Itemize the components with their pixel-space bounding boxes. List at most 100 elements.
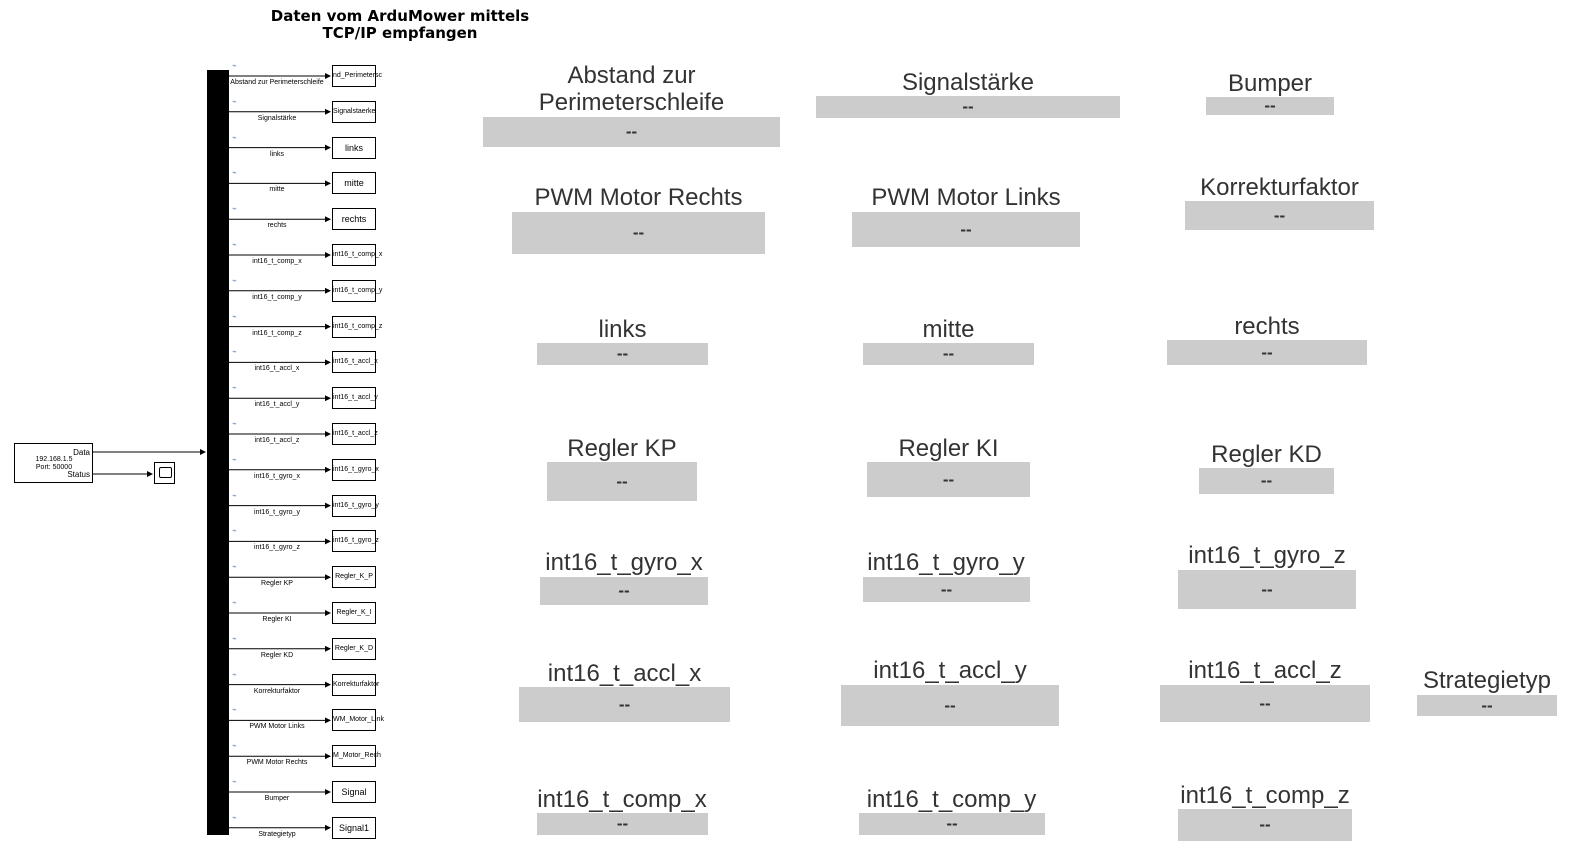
- display-bumper[interactable]: --: [1206, 96, 1334, 115]
- bus-selector-block[interactable]: [207, 70, 229, 835]
- display-korrekturfaktor[interactable]: --: [1185, 201, 1374, 230]
- wireless-icon: ⌁: [232, 132, 237, 142]
- display-label-pwm-rechts: PWM Motor Rechts: [534, 184, 743, 211]
- display-mitte[interactable]: --: [863, 343, 1034, 365]
- display-label-accl-x: int16_t_accl_x: [547, 660, 702, 687]
- goto-block[interactable]: int16_t_comp_x: [332, 244, 382, 266]
- display-gyro-x[interactable]: --: [540, 577, 708, 605]
- tcp-receive-block[interactable]: Data 192.168.1.5 Port: 50000 Status: [14, 443, 93, 483]
- display-pwm-rechts[interactable]: --: [512, 212, 765, 254]
- ip-address: 192.168.1.5: [35, 456, 73, 463]
- display-regler-kp[interactable]: --: [547, 462, 697, 501]
- signal-label: rechts: [267, 222, 287, 230]
- display-accl-y[interactable]: --: [841, 685, 1059, 726]
- goto-block[interactable]: M_Motor_Rech: [332, 745, 381, 768]
- goto-block[interactable]: int16_t_gyro_z: [332, 530, 379, 553]
- goto-block[interactable]: Regler_K_D: [332, 637, 376, 660]
- wireless-icon: ⌁: [232, 96, 237, 106]
- display-comp-z[interactable]: --: [1178, 809, 1352, 841]
- display-label-regler-ki: Regler KI: [898, 435, 999, 462]
- display-label-comp-x: int16_t_comp_x: [537, 786, 707, 813]
- goto-block[interactable]: links: [332, 136, 376, 159]
- wireless-icon: ⌁: [232, 812, 237, 822]
- goto-block[interactable]: int16_t_gyro_x: [332, 458, 379, 481]
- goto-block[interactable]: Signal1: [332, 816, 376, 839]
- display-pwm-links[interactable]: --: [852, 212, 1080, 247]
- wireless-icon: ⌁: [232, 741, 237, 751]
- goto-block[interactable]: Regler_K_P: [332, 566, 376, 589]
- display-accl-z[interactable]: --: [1160, 685, 1370, 722]
- display-comp-y[interactable]: --: [859, 813, 1045, 835]
- port-data-label: Data: [73, 448, 90, 457]
- goto-block[interactable]: Korrekturfaktor: [332, 673, 379, 696]
- goto-block[interactable]: Signal: [332, 781, 376, 803]
- display-icon: [159, 467, 172, 478]
- wireless-icon: ⌁: [232, 240, 237, 249]
- signal-label: int16_t_gyro_x: [254, 472, 300, 480]
- signal-label: Strategietyp: [258, 830, 296, 838]
- display-label-korrekturfaktor: Korrekturfaktor: [1200, 174, 1359, 201]
- goto-block[interactable]: Signalstaerke: [332, 100, 376, 123]
- display-label-gyro-x: int16_t_gyro_x: [545, 549, 703, 576]
- display-regler-ki[interactable]: --: [867, 462, 1030, 497]
- display-label-abstand: Abstand zur Perimeterschleife: [538, 62, 725, 116]
- display-abstand[interactable]: --: [483, 117, 780, 147]
- signal-label: Regler KD: [260, 651, 294, 659]
- display-label-pwm-links: PWM Motor Links: [871, 184, 1061, 211]
- display-strategietyp[interactable]: --: [1417, 695, 1557, 716]
- signal-label: int16_t_comp_z: [252, 329, 302, 337]
- display-regler-kd[interactable]: --: [1199, 468, 1334, 494]
- wireless-icon: ⌁: [232, 168, 237, 178]
- goto-block[interactable]: nd_Perimetersc: [332, 65, 382, 87]
- signal-label: int16_t_comp_y: [252, 293, 302, 301]
- signal-label: Regler KP: [261, 580, 293, 588]
- signal-label: PWM Motor Links: [249, 723, 305, 731]
- goto-block[interactable]: int16_t_accl_x: [332, 351, 378, 374]
- signal-label: Abstand zur Perimeterschleife: [230, 79, 324, 86]
- wireless-icon: ⌁: [232, 633, 237, 643]
- wireless-icon: ⌁: [232, 275, 237, 285]
- display-accl-x[interactable]: --: [519, 687, 730, 722]
- display-signalstaerke[interactable]: --: [816, 96, 1120, 118]
- goto-block[interactable]: int16_t_gyro_y: [332, 494, 379, 517]
- display-gyro-z[interactable]: --: [1178, 570, 1356, 609]
- goto-block[interactable]: WM_Motor_Link: [332, 709, 384, 732]
- wireless-icon: ⌁: [232, 562, 237, 572]
- wireless-icon: ⌁: [232, 204, 237, 214]
- wireless-icon: ⌁: [232, 705, 237, 715]
- wireless-icon: ⌁: [232, 383, 237, 393]
- goto-block[interactable]: Regler_K_I: [332, 602, 376, 624]
- display-links[interactable]: --: [537, 343, 708, 365]
- display-label-links: links: [598, 316, 647, 343]
- goto-block[interactable]: int16_t_comp_z: [332, 315, 382, 338]
- display-label-regler-kp: Regler KP: [567, 435, 677, 462]
- goto-block[interactable]: mitte: [332, 172, 376, 195]
- signal-label: int16_t_accl_z: [254, 437, 300, 444]
- display-label-gyro-z: int16_t_gyro_z: [1188, 542, 1346, 569]
- wireless-icon: ⌁: [232, 347, 237, 357]
- goto-block[interactable]: int16_t_comp_y: [332, 279, 382, 302]
- display-label-strategietyp: Strategietyp: [1422, 667, 1552, 694]
- signal-label: int16_t_gyro_z: [254, 544, 300, 552]
- signal-label: int16_t_accl_x: [254, 365, 300, 373]
- status-display-block[interactable]: [154, 462, 175, 484]
- goto-block[interactable]: int16_t_accl_z: [332, 423, 378, 445]
- wireless-icon: ⌁: [232, 598, 237, 607]
- display-label-bumper: Bumper: [1227, 70, 1313, 97]
- goto-block[interactable]: rechts: [332, 208, 376, 231]
- display-label-accl-z: int16_t_accl_z: [1188, 657, 1342, 684]
- signal-label: int16_t_comp_x: [252, 258, 302, 265]
- wireless-icon: ⌁: [232, 419, 237, 428]
- display-label-signalstaerke: Signalstärke: [901, 69, 1035, 96]
- display-rechts[interactable]: --: [1167, 340, 1367, 365]
- wireless-icon: ⌁: [232, 490, 237, 500]
- port-status-label: Status: [67, 470, 90, 479]
- display-comp-x[interactable]: --: [537, 813, 708, 835]
- display-gyro-y[interactable]: --: [863, 577, 1030, 602]
- wireless-icon: ⌁: [232, 61, 237, 70]
- goto-block[interactable]: int16_t_accl_y: [332, 387, 378, 410]
- wireless-icon: ⌁: [232, 311, 237, 321]
- signal-label: Korrekturfaktor: [253, 687, 301, 695]
- signal-label: Signalstärke: [257, 114, 297, 122]
